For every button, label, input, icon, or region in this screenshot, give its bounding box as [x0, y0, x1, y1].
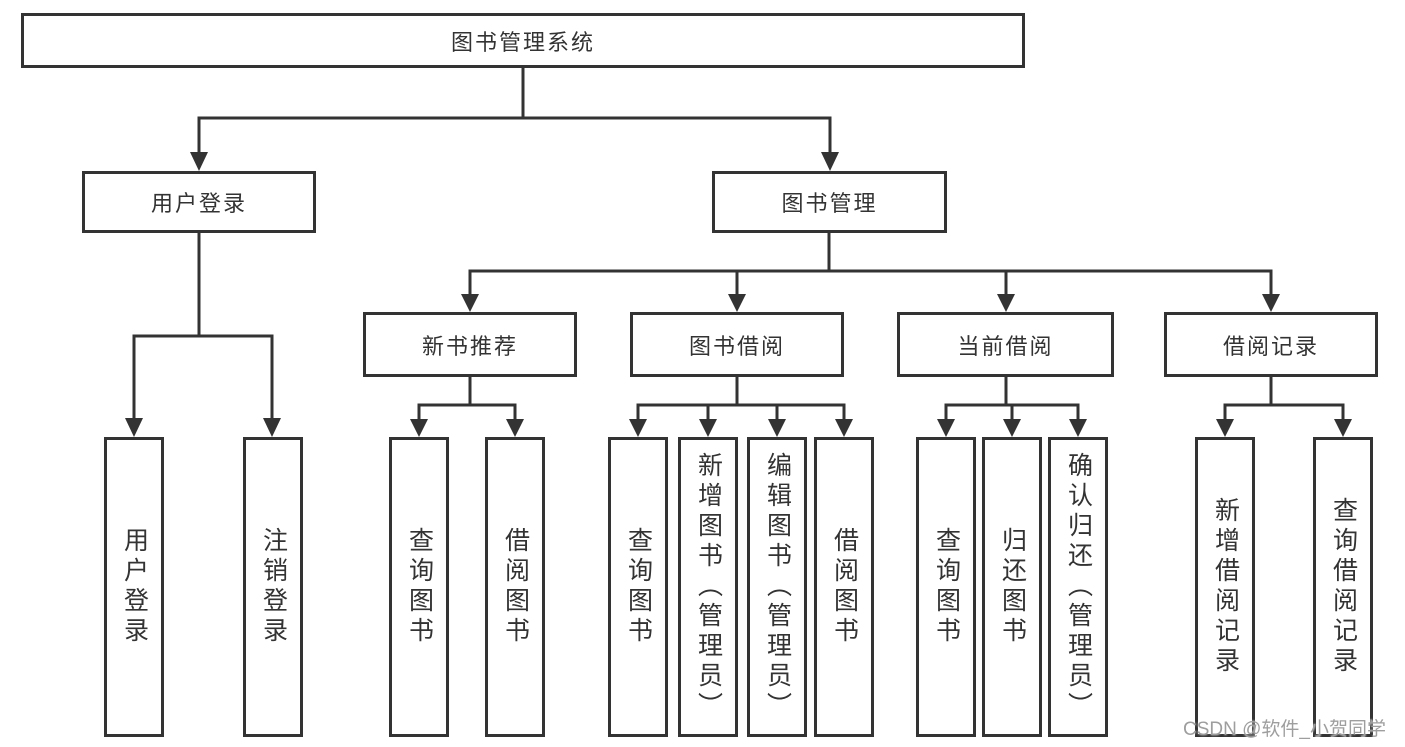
node-leaf-newrec-borrow-books: 借阅图书	[485, 437, 545, 737]
node-label: 借阅图书	[830, 527, 859, 647]
arrowhead	[768, 419, 786, 437]
arrowhead	[629, 419, 647, 437]
arrowhead	[506, 419, 524, 437]
arrowhead	[728, 294, 746, 312]
node-label: 查询图书	[405, 527, 434, 647]
arrowhead	[125, 418, 143, 437]
node-root-library-system: 图书管理系统	[21, 13, 1025, 68]
node-leaf-logout: 注销登录	[243, 437, 303, 737]
arrowhead	[190, 152, 208, 171]
arrowhead	[997, 294, 1015, 312]
node-label: 查询图书	[932, 527, 961, 647]
node-label: 注销登录	[259, 527, 288, 647]
node-current-borrow: 当前借阅	[897, 312, 1114, 377]
node-leaf-add-borrow-record: 新增借阅记录	[1195, 437, 1255, 737]
connector-new-book-rec-to-children	[410, 375, 524, 437]
connector-root-to-level2	[190, 66, 839, 171]
node-leaf-current-query-books: 查询图书	[916, 437, 976, 737]
node-borrow-records: 借阅记录	[1164, 312, 1378, 377]
connector-borrow-records-to-children	[1216, 375, 1352, 437]
arrowhead	[263, 418, 281, 437]
connector-book-mgmt-to-level3	[461, 231, 1280, 312]
arrowhead	[461, 294, 479, 312]
node-label: 用户登录	[120, 527, 149, 647]
arrowhead	[1069, 419, 1087, 437]
node-book-borrow: 图书借阅	[630, 312, 844, 377]
arrowhead	[410, 419, 428, 437]
connector-current-borrow-to-children	[937, 375, 1087, 437]
node-book-management-branch: 图书管理	[712, 171, 947, 233]
node-label: 借阅图书	[501, 527, 530, 647]
node-leaf-return-books: 归还图书	[982, 437, 1042, 737]
node-leaf-confirm-return-admin: 确认归还（管理员）	[1048, 437, 1108, 737]
node-label: 新增图书（管理员）	[694, 452, 723, 722]
arrowhead	[937, 419, 955, 437]
node-label: 查询借阅记录	[1329, 497, 1358, 677]
node-label: 查询图书	[624, 527, 653, 647]
node-leaf-add-book-admin: 新增图书（管理员）	[678, 437, 738, 737]
node-leaf-newrec-query-books: 查询图书	[389, 437, 449, 737]
arrowhead	[1262, 294, 1280, 312]
node-leaf-edit-book-admin: 编辑图书（管理员）	[747, 437, 807, 737]
connector-user-login-to-children	[125, 231, 281, 437]
arrowhead	[1216, 419, 1234, 437]
arrowhead	[821, 152, 839, 171]
node-new-book-recommend: 新书推荐	[363, 312, 577, 377]
arrowhead	[1003, 419, 1021, 437]
csdn-watermark: CSDN @软件_小贺同学	[1183, 719, 1386, 740]
node-label: 新增借阅记录	[1211, 497, 1240, 677]
node-leaf-user-login: 用户登录	[104, 437, 164, 737]
node-label: 确认归还（管理员）	[1064, 452, 1093, 722]
node-leaf-borrow-borrow-books: 借阅图书	[814, 437, 874, 737]
node-label: 编辑图书（管理员）	[763, 452, 792, 722]
node-leaf-query-borrow-record: 查询借阅记录	[1313, 437, 1373, 737]
node-leaf-borrow-query-books: 查询图书	[608, 437, 668, 737]
arrowhead	[835, 419, 853, 437]
connector-book-borrow-to-children	[629, 375, 853, 437]
arrowhead	[699, 419, 717, 437]
node-user-login-branch: 用户登录	[82, 171, 316, 233]
arrowhead	[1334, 419, 1352, 437]
node-label: 归还图书	[998, 527, 1027, 647]
